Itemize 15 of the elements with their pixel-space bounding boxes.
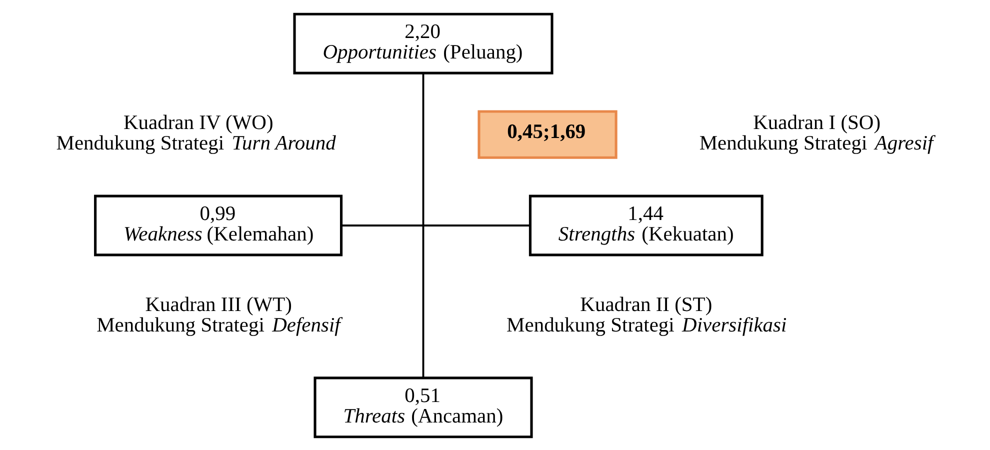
node-box: 2,20 Opportunities (Peluang) bbox=[293, 12, 554, 74]
label: Kuadran II (ST) bbox=[580, 294, 712, 316]
label: Mendukung Strategi Defensif bbox=[96, 314, 340, 336]
connector bbox=[342, 224, 530, 226]
label: Mendukung Strategi Turn Around bbox=[56, 132, 336, 154]
connector bbox=[422, 72, 424, 378]
node-box: 1,44 Strengths (Kekuatan) bbox=[528, 194, 764, 256]
label: Mendukung Strategi Agresif bbox=[699, 132, 934, 154]
label: Kuadran III (WT) bbox=[145, 294, 292, 316]
node-box: 0,99 Weakness (Kelemahan) bbox=[94, 194, 343, 256]
node-box: 0,51 Threats (Ancaman) bbox=[314, 376, 533, 438]
label: Kuadran I (SO) bbox=[753, 112, 881, 134]
node-box: 0,45;1,69 bbox=[478, 110, 618, 158]
label: Mendukung Strategi Diversifikasi bbox=[506, 314, 787, 336]
label: Kuadran IV (WO) bbox=[123, 112, 274, 134]
